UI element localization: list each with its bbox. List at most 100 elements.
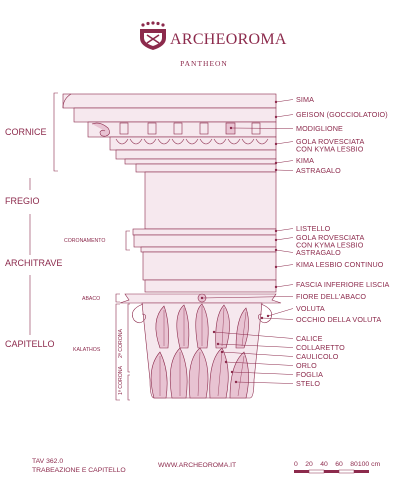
sima-molding [62,93,277,109]
acanthus-leaves-bottom [150,347,249,399]
part-label-text: CON KYMA LESBIO [296,145,364,154]
website-link[interactable]: WWW.ARCHEOROMA.IT [158,462,236,469]
leader-line [275,169,294,171]
leader-dot [200,296,204,300]
leader-line [275,228,294,232]
geison-molding [73,107,277,123]
leader-dot [220,350,224,354]
leader-dot [274,161,278,165]
entablature-drawing [62,93,277,293]
leader-line [275,141,294,145]
part-label-text: CALICE [296,334,323,343]
leader-line [275,264,294,268]
scale-tick-label: 40 [320,461,328,468]
leader-line [275,160,294,164]
listello-molding [132,228,277,236]
part-label-text: ORLO [296,361,317,370]
leader-line [201,296,294,299]
part-label-text: FOGLIA [296,370,323,379]
sublabel-prima-corona: 1ª CORONA [118,365,124,395]
plate-number: TAV 362.0 [32,458,63,465]
leader-dot [224,360,228,364]
part-label-text: MODIGLIONE [296,124,343,133]
astragal-molding-top [124,158,277,165]
leader-dot [274,100,278,104]
leader-line [235,381,294,384]
part-label-astragalo-2: ASTRAGALO [274,248,341,257]
part-label-text: ASTRAGALO [296,248,341,257]
leader-line [231,371,294,375]
part-label-text: GOLA ROVESCIATA [296,233,364,242]
leader-dot [274,285,278,289]
leaf-veins [159,306,247,397]
leader-line [213,331,294,339]
scale-tick-label: 20 [305,461,313,468]
brand-name: ARCHEOROMA [170,31,287,48]
shield-logo-icon [140,29,166,50]
kima-molding [115,149,277,160]
leader-line [275,284,294,288]
leader-dot [274,248,278,252]
part-label-occhio: OCCHIO DELLA VOLUTA [260,315,381,324]
part-label-text: CON KYMA LESBIO [296,241,364,250]
leader-dot [274,168,278,172]
plate-title: TRABEAZIONE E CAPITELLO [32,467,126,474]
part-label-fiore: FIORE DELL'ABACO [200,292,366,301]
part-label-geison: GEISON (GOCCIOLATOIO) [274,110,388,119]
sublabel-kalathos: KALATHOS [73,347,101,353]
crown-logo-icon [141,21,165,27]
part-label-modiglione: MODIGLIONE [229,124,343,133]
scale-tick-label: 0 [294,461,298,468]
part-label-text: FASCIA INFERIORE LISCIA [296,280,389,289]
leader-line [267,308,294,317]
frieze-block [144,171,277,230]
leader-dot [266,314,270,318]
acanthus-leaves-top [155,303,249,349]
leader-line [230,127,294,129]
scale-tick-label: 100 cm [358,461,381,468]
part-label-text: ASTRAGALO [296,166,341,175]
footer: TAV 362.0 TRABEAZIONE E CAPITELLO WWW.AR… [32,458,380,474]
leader-line [275,237,294,241]
part-label-text: LISTELLO [296,224,331,233]
part-label-fascia: FASCIA INFERIORE LISCIA [274,280,389,289]
part-label-caulicolo: CAULICOLO [220,350,339,361]
sublabel-coronamento: CORONAMENTO [64,238,105,244]
leader-line [275,114,294,118]
leader-line [225,361,294,366]
scale-tick-label: 80 [350,461,358,468]
leader-dot [274,229,278,233]
leader-dot [274,265,278,269]
leader-dot [274,115,278,119]
capital-drawing [119,293,282,399]
part-label-text: GOLA ROVESCIATA [296,137,364,146]
page-subtitle: PANTHEON [180,59,228,68]
part-label-text: STELO [296,379,320,388]
section-label-fregio: FREGIO [5,196,40,206]
part-label-orlo: ORLO [224,360,317,370]
sublabel-abaco: ABACO [82,296,100,302]
section-label-capitello: CAPITELLO [5,339,55,349]
leader-line [275,99,294,103]
scale-tick-label: 60 [335,461,343,468]
part-label-text: COLLARETTO [296,343,345,352]
part-label-kyma-lesbio: KIMA LESBIO CONTINUO [274,260,384,269]
part-label-text: GEISON (GOCCIOLATOIO) [296,110,388,119]
leader-dot [216,342,220,346]
part-label-text: KIMA LESBIO CONTINUO [296,260,384,269]
volute-icon [132,303,272,324]
part-label-voluta: VOLUTA [266,304,325,318]
astragal-molding-bottom [140,246,277,253]
leader-line [261,317,294,320]
leader-dot [274,238,278,242]
kyma-continuo-band [142,251,277,281]
leader-line [275,249,294,253]
leader-line [217,343,294,348]
part-label-text: FIORE DELL'ABACO [296,292,366,301]
part-label-collaretto: COLLARETTO [216,342,345,352]
